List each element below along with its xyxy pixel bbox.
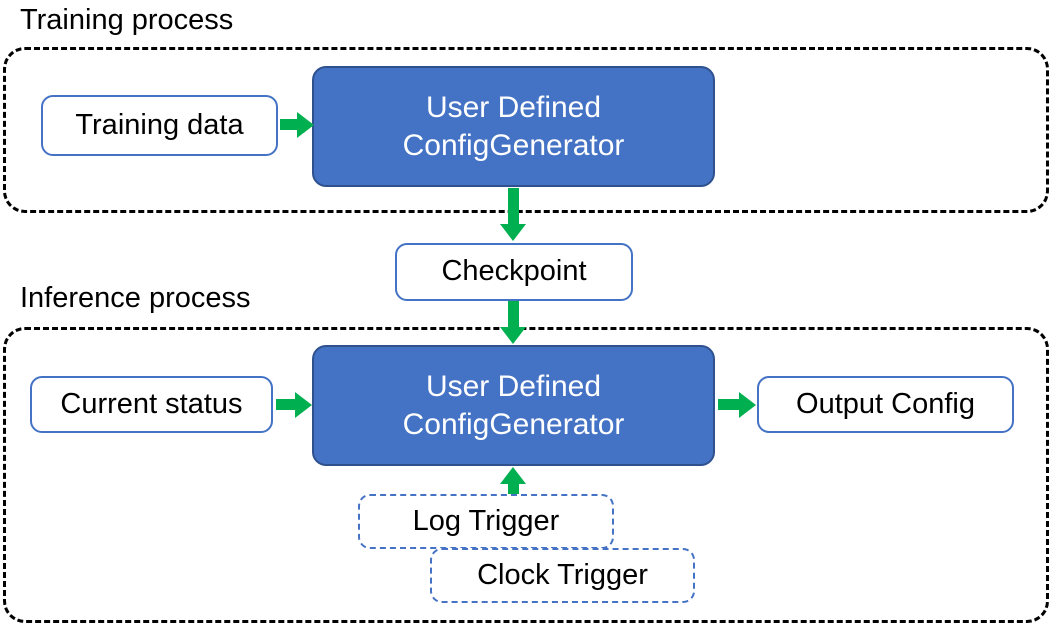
node-user-defined-configgenerator-inference[interactable]: User Defined ConfigGenerator	[312, 345, 715, 466]
node-checkpoint[interactable]: Checkpoint	[395, 243, 633, 301]
node-label-line2: ConfigGenerator	[402, 128, 625, 162]
node-user-defined-configgenerator-training[interactable]: User Defined ConfigGenerator	[312, 66, 715, 187]
arrow-triggers-to-generator-head-icon	[500, 467, 526, 484]
node-output-config[interactable]: Output Config	[757, 376, 1014, 433]
node-clock-trigger[interactable]: Clock Trigger	[430, 548, 695, 603]
inference-process-container	[3, 327, 1049, 623]
arrow-current-status-to-generator-head-icon	[295, 392, 312, 418]
arrow-generator-to-checkpoint-shaft	[508, 188, 519, 226]
training-process-label: Training process	[20, 4, 234, 36]
node-log-trigger[interactable]: Log Trigger	[358, 494, 614, 549]
node-label-line1: User Defined	[425, 370, 602, 403]
arrow-generator-to-checkpoint-head-icon	[500, 224, 526, 241]
node-label-line1: User Defined	[425, 91, 602, 124]
arrow-generator-to-output-config-head-icon	[739, 392, 756, 418]
node-current-status[interactable]: Current status	[30, 376, 273, 433]
arrow-current-status-to-generator-shaft	[276, 399, 297, 410]
inference-process-label: Inference process	[20, 282, 251, 314]
arrow-training-data-to-generator-shaft	[280, 119, 299, 130]
arrow-checkpoint-to-inference-head-icon	[500, 327, 526, 344]
arrow-training-data-to-generator-head-icon	[297, 112, 314, 138]
training-process-container	[3, 47, 1049, 213]
node-label-line2: ConfigGenerator	[402, 407, 625, 441]
arrow-triggers-to-generator-shaft	[508, 483, 519, 501]
arrow-checkpoint-to-inference-shaft	[508, 301, 519, 329]
arrow-generator-to-output-config-shaft	[718, 399, 741, 410]
node-training-data[interactable]: Training data	[41, 95, 278, 156]
